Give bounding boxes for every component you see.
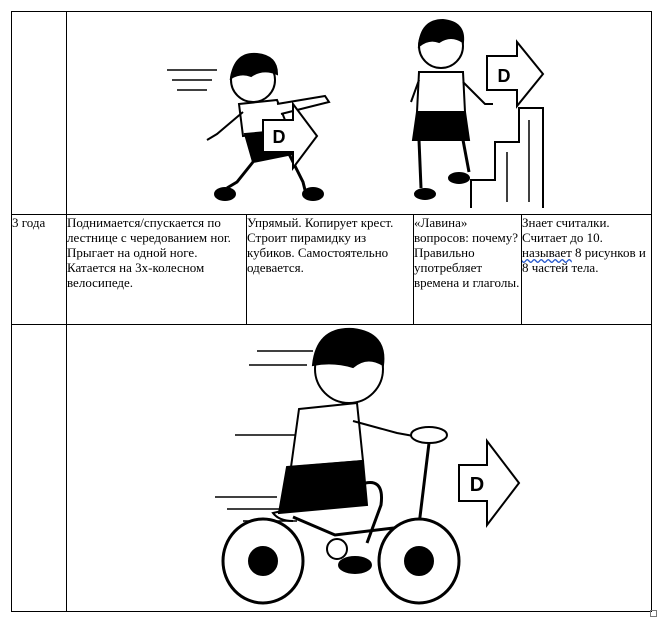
right-arrow-icon: D [262,101,319,171]
right-arrow-icon: D [486,39,545,109]
tricycle-illustration: D [215,327,521,605]
illustration-row-bottom: D [11,324,652,612]
top-illustration: D [167,18,545,208]
age-row: 3 года Поднимается/спускается по лестниц… [11,214,652,325]
bottom-illustration-cell: D [66,324,652,612]
speech-skills-cell: «Лавина» вопросов: почему? Правильно упо… [413,214,522,325]
cognitive-skills-cell: Знает считалки. Считает до 10. называет … [521,214,652,325]
tricycle-child-figure [215,327,461,605]
development-table: D [11,11,652,612]
empty-age-cell [11,324,67,612]
age-cell: 3 года [11,214,67,325]
empty-age-cell [11,11,67,215]
adaptive-skills-cell: Упрямый. Копирует крест. Строит пирамидк… [246,214,414,325]
table-resize-handle[interactable] [650,610,657,617]
cognitive-underlined-word: называет [522,245,572,260]
cognitive-text-start: Знает считалки. Считает до 10. [522,215,610,245]
right-arrow-icon: D [458,438,521,528]
motor-skills-cell: Поднимается/спускается по лестнице с чер… [66,214,247,325]
arrow-letter: D [273,127,286,147]
arrow-letter: D [470,474,484,496]
stair-climbing-child-figure [410,18,544,208]
cognitive-text-end: 8 рисунков и 8 частей тела. [522,245,646,275]
arrow-letter: D [498,66,511,86]
top-illustration-cell: D [66,11,652,215]
illustration-row-top: D [11,11,652,215]
